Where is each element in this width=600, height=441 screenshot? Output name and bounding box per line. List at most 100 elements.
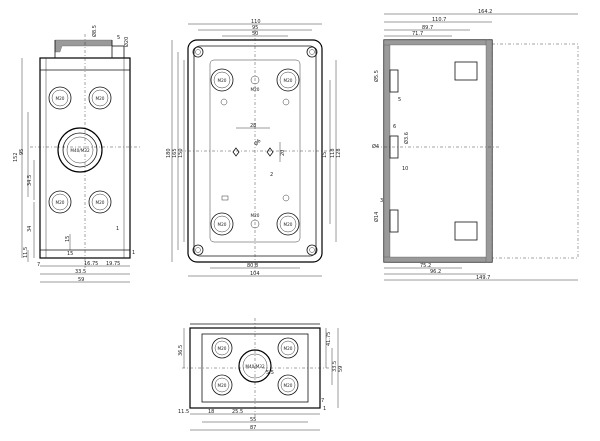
bottom-gland-tr: M20 bbox=[277, 337, 299, 359]
corner-screw-tl bbox=[192, 46, 204, 58]
dim-text: 128 bbox=[336, 148, 342, 158]
gland-m20-bottom-left: M20 bbox=[48, 190, 72, 214]
gland-label: M20 bbox=[218, 78, 227, 83]
lid-open-outline bbox=[491, 43, 579, 259]
dim-text: 5.5 bbox=[266, 370, 274, 376]
dim-text: 11.5 bbox=[23, 247, 29, 258]
dim-text: 50 bbox=[252, 31, 258, 37]
gland-m40-center: M40/M32 bbox=[57, 127, 103, 173]
dim-text: Ø6 bbox=[252, 137, 262, 147]
dim-text: Ø8.5 bbox=[91, 25, 98, 37]
dim-text: 71.7 bbox=[412, 31, 423, 37]
dim-text: 11.5 bbox=[178, 409, 189, 415]
dim-text: 89.7 bbox=[422, 25, 433, 31]
dim-text: 19.75 bbox=[106, 261, 120, 267]
dim-text: 34.5 bbox=[27, 175, 33, 186]
dim-text: 20 bbox=[280, 150, 286, 156]
boss-circle bbox=[282, 98, 290, 106]
dim-text: 59 bbox=[78, 277, 84, 283]
corner-screw-tr bbox=[306, 46, 318, 58]
standoff-bottom bbox=[454, 221, 478, 241]
dim-text: 118 bbox=[330, 148, 336, 158]
gland-m20-top-right: M20 bbox=[88, 86, 112, 110]
dim-text: 41.75 bbox=[326, 332, 332, 346]
dim-text: 95 bbox=[19, 149, 25, 155]
dim-text: Ø3.6 bbox=[403, 132, 410, 144]
dim-text: 87 bbox=[250, 425, 256, 431]
dim-text: 95 bbox=[252, 25, 258, 31]
dim-text: Ø4 bbox=[372, 143, 379, 150]
dim-text: 5 bbox=[117, 35, 120, 41]
dim-text: 28 bbox=[250, 123, 256, 129]
dim-text: 104 bbox=[250, 271, 260, 277]
dim-text: 150 bbox=[178, 148, 184, 158]
dim-text: 149.7 bbox=[476, 275, 490, 281]
dim-text: 1 bbox=[116, 226, 119, 232]
gland-label: M20 bbox=[284, 222, 293, 227]
dim-text: 6 bbox=[393, 124, 396, 130]
side-view-right-section: 164.2 110.7 89.7 71.7 Ø5.5 5 Ø3.6 Ø14 Ø4… bbox=[372, 9, 579, 281]
front-gland-tl: M20 bbox=[210, 68, 234, 92]
front-view: M20 M20 M20 M20 M20 M20 110 95 50 bbox=[166, 19, 342, 277]
dim-text: 3 bbox=[380, 198, 383, 204]
right-view-outline bbox=[383, 39, 493, 263]
gland-label: M20 bbox=[218, 222, 227, 227]
dim-text: Ø20 bbox=[123, 37, 130, 47]
front-gland-bl: M20 bbox=[210, 212, 234, 236]
dim-text: 110 bbox=[251, 19, 261, 25]
dim-text: 25.5 bbox=[232, 409, 243, 415]
dim-text: 1 bbox=[323, 406, 326, 412]
corner-screw-br bbox=[306, 244, 318, 256]
gland-label: M20 bbox=[56, 200, 65, 205]
front-gland-tr: M20 bbox=[276, 68, 300, 92]
front-gland-mid-top: M20 bbox=[251, 75, 260, 92]
front-gland-br: M20 bbox=[276, 212, 300, 236]
side-view-left: M20 M20 M40/M32 M20 M20 Ø8.5 5 Ø20 bbox=[13, 25, 140, 283]
dim-text: 15 bbox=[322, 152, 328, 158]
bottom-gland-center: M40/M32 bbox=[238, 349, 272, 383]
bottom-gland-bl: M20 bbox=[211, 374, 233, 396]
dim-text: 7 bbox=[321, 398, 324, 404]
dim-text: 7 bbox=[37, 262, 40, 268]
dim-text: 180 bbox=[166, 148, 172, 158]
dim-text: 18 bbox=[208, 409, 214, 415]
gland-section bbox=[389, 209, 399, 233]
dim-text: 15 bbox=[65, 236, 71, 242]
gland-label: M20 bbox=[284, 78, 293, 83]
slot bbox=[221, 195, 229, 201]
dim-text: 10 bbox=[402, 166, 408, 172]
gland-label: M20 bbox=[218, 383, 227, 388]
gland-label: M20 bbox=[251, 87, 260, 92]
dim-text: 16.75 bbox=[84, 261, 98, 267]
lid-section-hatch bbox=[54, 39, 113, 53]
gland-section bbox=[389, 69, 399, 93]
boss-circle bbox=[282, 194, 290, 202]
dim-text: 33.5 bbox=[332, 361, 338, 372]
dim-text: 55 bbox=[250, 417, 256, 423]
dim-text: 165 bbox=[172, 148, 178, 158]
corner-screw-bl bbox=[192, 244, 204, 256]
dim-text: 80.8 bbox=[247, 263, 258, 269]
dim-text: 110.7 bbox=[432, 17, 446, 23]
dim-text: 164.2 bbox=[478, 9, 492, 15]
gland-label: M20 bbox=[96, 96, 105, 101]
gland-label: M20 bbox=[218, 346, 227, 351]
gland-label: M40/M32 bbox=[70, 148, 90, 153]
dim-text: 152 bbox=[13, 152, 19, 162]
bottom-gland-br: M20 bbox=[277, 374, 299, 396]
gland-label: M20 bbox=[56, 96, 65, 101]
dim-text: 36.5 bbox=[178, 345, 184, 356]
mount-feature-right bbox=[266, 147, 274, 157]
gland-label: M20 bbox=[284, 346, 293, 351]
dim-text: 34 bbox=[27, 226, 33, 232]
boss-circle bbox=[220, 98, 228, 106]
dim-text: 2 bbox=[270, 172, 273, 178]
standoff-top bbox=[454, 61, 478, 81]
gland-label: M20 bbox=[251, 213, 260, 218]
dim-text: 75.2 bbox=[420, 263, 431, 269]
dim-text: 33.5 bbox=[75, 269, 86, 275]
mount-feature-left bbox=[232, 147, 240, 157]
gland-m20-top-left: M20 bbox=[48, 86, 72, 110]
gland-m20-bottom-right: M20 bbox=[88, 190, 112, 214]
